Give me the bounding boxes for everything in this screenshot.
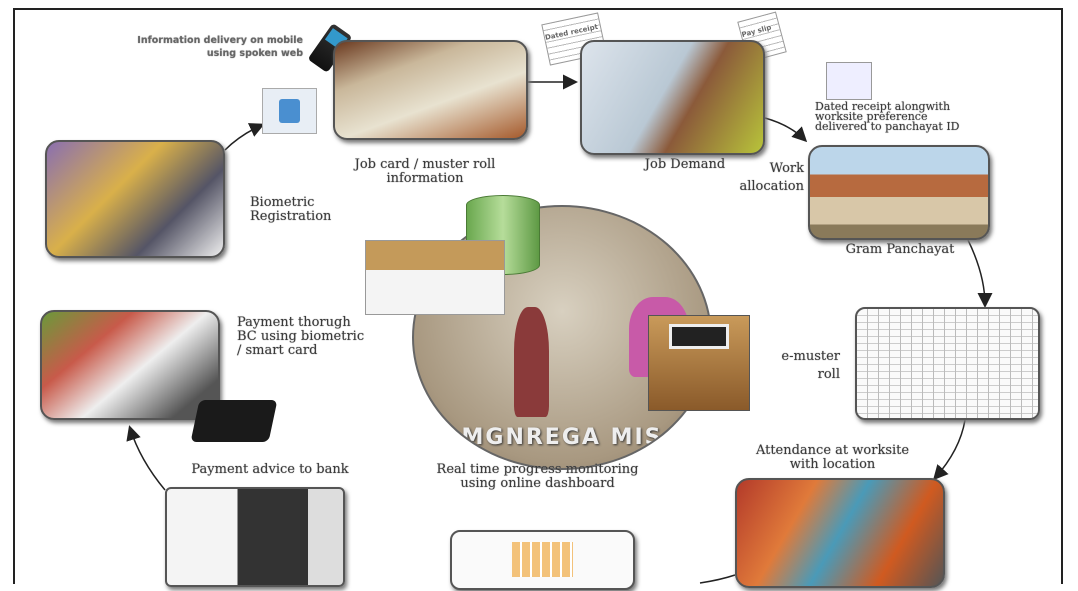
job-demand-label: Job Demand [644,157,726,172]
biometric-registration-label: Biometric Registration [250,195,332,224]
pay-slip-doc-label: Pay slip [740,23,773,40]
payment-bc-photo [40,310,220,420]
realtime-monitoring-label: Real time progress monitoring using onli… [436,462,639,491]
pos-device-icon [190,400,278,442]
diagram-frame [13,8,1063,584]
e-muster-roll-label: e-muster roll [781,349,840,382]
payment-bc-label: Payment thorugh BC using biometric / sma… [237,315,365,358]
e-muster-roll-sheet [855,307,1040,420]
attendance-photo [735,478,945,588]
biometric-registration-photo [45,140,225,258]
mobile-delivery-label: Information delivery on mobile using spo… [137,35,303,59]
receipt-thumbnail [826,62,872,100]
gram-panchayat-label: Gram Panchayat [845,242,955,257]
online-dashboard-screenshot [450,530,635,590]
mgnrega-mis-title: MGNREGA MIS [461,425,663,450]
kiosk-machine-icon [648,315,750,411]
worker-figure [514,307,549,417]
payment-advice-label: Payment advice to bank [191,462,349,477]
dated-receipt-doc-label: Dated receipt [544,22,599,42]
attendance-label: Attendance at worksite with location [755,443,910,472]
fingerprint-scanner-icon [262,88,317,134]
payment-advice-image [165,487,345,587]
job-card-label: Job card / muster roll information [354,157,496,186]
job-card-kiosk-photo [333,40,528,140]
mis-website-screenshot [365,240,505,315]
work-allocation-label: Work allocation [739,161,804,194]
job-demand-photo [580,40,765,155]
gram-panchayat-photo [808,145,990,240]
dated-receipt-label: Dated receipt alongwith worksite prefere… [815,100,960,133]
